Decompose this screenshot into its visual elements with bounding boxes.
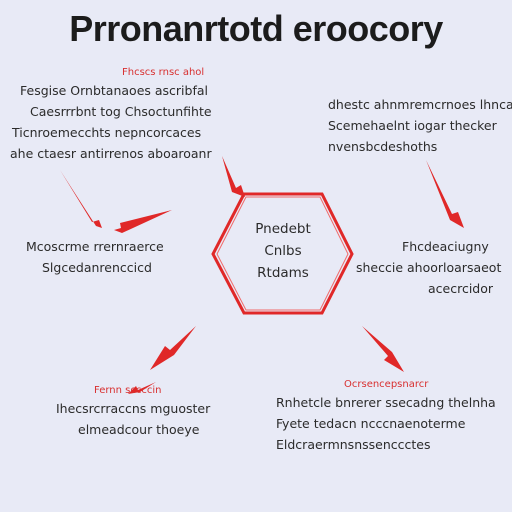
arrow-top-left-2 bbox=[114, 210, 172, 233]
top-left-line: Fesgise Ornbtanaoes ascribfal bbox=[20, 83, 209, 98]
top-left-label: Fhcscs rnsc ahol bbox=[122, 67, 205, 78]
bottom-left-label: Fernn sccccin bbox=[94, 385, 162, 396]
arrow-bottom-left-1 bbox=[150, 326, 196, 370]
bottom-left-block: Fernn sccccin Ihecsrcrraccns mguoster el… bbox=[56, 384, 210, 440]
mid-left-line: Slgcedanrenccicd bbox=[42, 260, 152, 275]
bottom-right-line: Eldcraermnsnssenccctes bbox=[276, 437, 431, 452]
top-right-line: dhestc ahnmremcrnoes lhnca bbox=[328, 97, 512, 112]
top-left-line: Ticnroemecchts nepncorcaces bbox=[12, 125, 202, 140]
mid-left-line: Mcoscrme rrernraerce bbox=[26, 239, 164, 254]
mid-right-line: sheccie ahoorloarsaeot bbox=[356, 260, 502, 275]
arrow-top-center bbox=[222, 156, 245, 197]
bottom-right-line: Rnhetcle bnrerer ssecadng thelnha bbox=[276, 395, 496, 410]
arrow-bottom-left-2 bbox=[128, 382, 156, 394]
top-right-block: dhestc ahnmremcrnoes lhnca Scemehaelnt i… bbox=[328, 94, 512, 157]
bottom-right-block: Ocrsencepsnarcr Rnhetcle bnrerer ssecadn… bbox=[276, 378, 496, 455]
bottom-right-label: Ocrsencepsnarcr bbox=[344, 379, 429, 390]
bottom-left-line: elmeadcour thoeye bbox=[78, 422, 200, 437]
top-left-block: Fhcscs rnsc ahol Fesgise Ornbtanaoes asc… bbox=[10, 66, 212, 164]
top-right-line: Scemehaelnt iogar thecker bbox=[328, 118, 497, 133]
center-node: Pnedebt Cnlbs Rtdams bbox=[216, 218, 350, 284]
top-left-line: Caesrrrbnt tog Chsoctunfihte bbox=[30, 104, 212, 119]
center-hexagon-inner bbox=[216, 196, 349, 311]
center-hexagon bbox=[211, 192, 354, 315]
top-right-line: nvensbcdeshoths bbox=[328, 139, 438, 154]
center-node-line: Cnlbs bbox=[264, 243, 302, 259]
center-node-line: Pnedebt bbox=[255, 221, 311, 237]
arrow-bottom-right bbox=[362, 326, 404, 372]
mid-right-line: acecrcidor bbox=[428, 281, 494, 296]
arrow-top-left-1 bbox=[60, 170, 102, 228]
diagram-title: Prronanrtotd eroocory bbox=[69, 8, 443, 49]
mid-right-block: Fhcdeaciugny sheccie ahoorloarsaeot acec… bbox=[356, 236, 501, 299]
mid-left-block: Mcoscrme rrernraerce Slgcedanrenccicd bbox=[26, 236, 164, 278]
bottom-right-line: Fyete tedacn ncccnaenoterme bbox=[276, 416, 466, 431]
arrow-top-right bbox=[426, 160, 464, 228]
bottom-left-line: Ihecsrcrraccns mguoster bbox=[56, 401, 211, 416]
top-left-line: ahe ctaesr antirrenos aboaroanr bbox=[10, 146, 212, 161]
mid-right-line: Fhcdeaciugny bbox=[402, 239, 489, 254]
center-node-line: Rtdams bbox=[257, 265, 309, 281]
